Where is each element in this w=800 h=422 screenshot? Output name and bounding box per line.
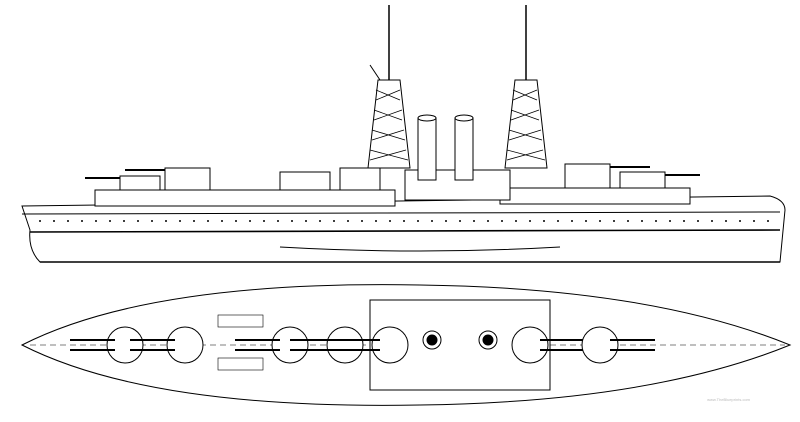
turret-plan [335,326,409,364]
turret-plan [581,326,655,364]
lattice-mast-aft [504,5,548,169]
plan-view [20,284,792,406]
side-profile [21,5,786,263]
turret-plan [290,326,364,364]
lattice-mast-fore [367,5,411,169]
turret-plan [130,326,204,364]
turret-plan [235,326,309,364]
turret-plan [70,326,144,364]
turret-plan [511,326,585,364]
watermark: www.TheBlueprints.com [707,397,750,402]
